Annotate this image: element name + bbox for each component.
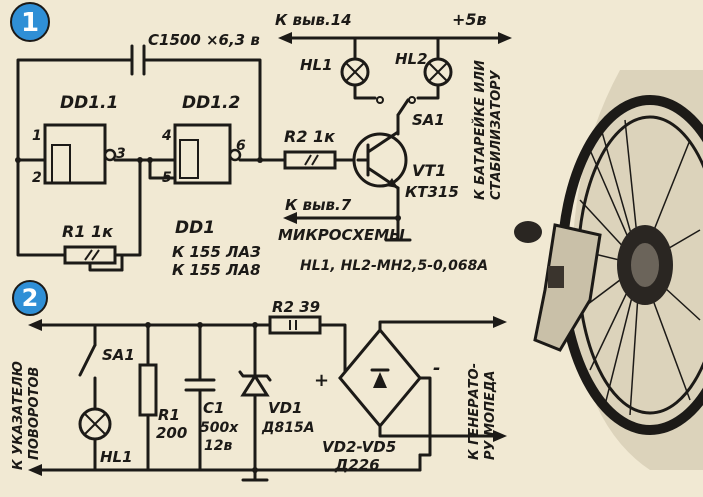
gate-dd1-1-label: DD1.1 bbox=[60, 93, 118, 113]
bridge-type: Д226 bbox=[334, 456, 380, 474]
figure-2: 2 R2 39 SA1 HL1 R1 bbox=[11, 280, 507, 482]
transistor-label: VT1 bbox=[412, 161, 446, 180]
resistor-r1-fig2-label: R1 bbox=[158, 406, 180, 424]
capacitor-c1-value-2: 12в bbox=[204, 438, 232, 454]
generator-label-2: РУ МОПЕДА bbox=[483, 371, 498, 460]
pin-3-label: 3 bbox=[116, 146, 126, 162]
gate-dd1-1 bbox=[43, 123, 117, 185]
figure-2-badge bbox=[12, 280, 48, 316]
lamp-hl1-fig2-label: HL1 bbox=[100, 448, 133, 466]
capacitor-c1-label: C1 bbox=[203, 399, 224, 417]
lamp-hl2 bbox=[423, 57, 453, 87]
transistor-type: КТ315 bbox=[405, 183, 459, 201]
generator-label-1: К ГЕНЕРАТО- bbox=[467, 363, 482, 460]
lamp-spec-label: HL1, HL2-МН2,5-0,068А bbox=[300, 258, 488, 274]
lamp-hl1 bbox=[340, 57, 370, 87]
capacitor-c1-value-1: 500х bbox=[200, 420, 239, 436]
moped-wheel-illustration bbox=[514, 70, 703, 470]
turn-signal-label-1: К УКАЗАТЕЛЮ bbox=[11, 361, 26, 470]
pin-2-label: 2 bbox=[32, 170, 42, 186]
figure-2-number: 2 bbox=[22, 284, 39, 312]
bridge-label: VD2-VD5 bbox=[322, 438, 396, 456]
pin-1-label: 1 bbox=[32, 128, 42, 144]
chip-title: DD1 bbox=[175, 218, 215, 238]
capacitor-label: C1500 ×6,3 в bbox=[148, 31, 260, 49]
bridge-minus-label: - bbox=[433, 358, 440, 379]
battery-label-2: СТАБИЛИЗАТОРУ bbox=[489, 69, 504, 200]
plus-5v-label: +5в bbox=[452, 10, 487, 29]
switch-sa1 bbox=[396, 98, 410, 117]
transistor-vt1 bbox=[352, 130, 408, 190]
resistor-r1-fig2-value: 200 bbox=[156, 424, 187, 442]
zener-vd1-type: Д815А bbox=[261, 420, 315, 436]
to-pin14-label: К выв.14 bbox=[275, 11, 352, 29]
lamp-hl1-fig2 bbox=[78, 407, 112, 441]
pin-6-label: 6 bbox=[236, 138, 246, 154]
chip-type-2: К 155 ЛА8 bbox=[172, 261, 261, 279]
gate-dd1-2 bbox=[173, 123, 242, 185]
switch-sa1-fig2-label: SA1 bbox=[102, 346, 135, 364]
zener-vd1 bbox=[238, 370, 272, 397]
pin-4-label: 4 bbox=[161, 128, 172, 144]
chip-word-label: МИКРОСХЕМЫ bbox=[278, 226, 405, 244]
resistor-r2-fig2-label: R2 39 bbox=[272, 298, 320, 316]
resistor-r1-label: R1 1к bbox=[62, 222, 114, 241]
resistor-r2-fig2 bbox=[268, 315, 322, 335]
figure-1-number: 1 bbox=[21, 8, 39, 38]
diode-bridge bbox=[338, 327, 422, 429]
resistor-r1 bbox=[63, 245, 117, 265]
to-pin7-label: К выв.7 bbox=[285, 196, 352, 214]
lamp-hl1-label: HL1 bbox=[300, 56, 333, 74]
resistor-r1-fig2 bbox=[138, 363, 158, 417]
zener-vd1-label: VD1 bbox=[268, 399, 303, 417]
lamp-hl2-label: HL2 bbox=[395, 50, 428, 68]
figure-1: 1 C1500 ×6,3 в DD1.1 1 2 3 DD1.2 4 5 6 bbox=[10, 2, 512, 279]
switch-sa1-label: SA1 bbox=[412, 111, 445, 129]
resistor-r2-label: R2 1к bbox=[284, 127, 336, 146]
figure-1-badge bbox=[10, 2, 50, 42]
battery-label-1: К БАТАРЕЙКЕ ИЛИ bbox=[472, 60, 488, 200]
bridge-plus-label: + bbox=[314, 370, 329, 391]
switch-sa1-fig2 bbox=[78, 343, 97, 377]
capacitor-c bbox=[130, 44, 146, 76]
gate-dd1-2-label: DD1.2 bbox=[182, 93, 240, 113]
turn-signal-label-2: ПОВОРОТОВ bbox=[27, 367, 42, 460]
chip-type-1: К 155 ЛАЗ bbox=[172, 243, 261, 261]
resistor-r2 bbox=[283, 150, 337, 170]
